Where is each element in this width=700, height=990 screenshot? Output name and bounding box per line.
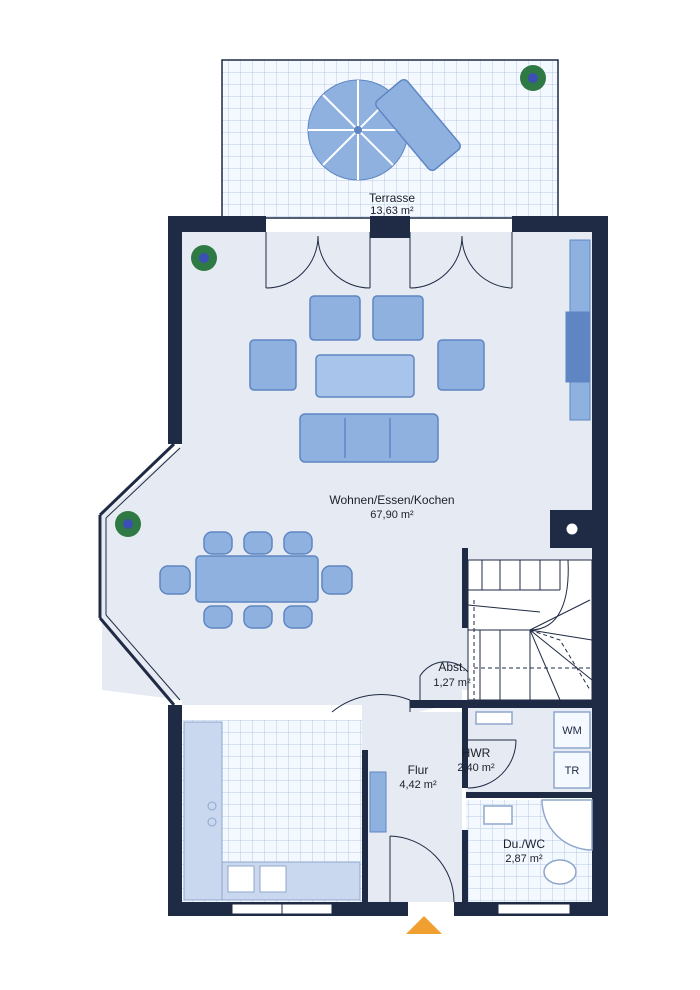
dryer-label: TR (565, 765, 580, 777)
room-area-duwc: 2,87 m² (505, 853, 543, 865)
dining-table (159, 531, 353, 629)
room-area-abst: 1,27 m² (433, 677, 471, 689)
room-area-hwr: 2,40 m² (457, 762, 495, 774)
room-name-hwr: HWR (462, 746, 491, 760)
room-name-wohnen: Wohnen/Essen/Kochen (329, 493, 454, 507)
sun-lounger (375, 78, 461, 172)
room-name-duwc: Du./WC (503, 837, 545, 851)
plant-icon (115, 65, 546, 537)
hall-cabinet (369, 771, 387, 833)
staircase (467, 559, 593, 701)
room-area-flur: 4,42 m² (399, 779, 437, 791)
room-area-wohnen: 67,90 m² (370, 509, 414, 521)
bay-window (98, 442, 181, 706)
brand-logo: [ onOffice (595, 865, 602, 895)
tv-unit (565, 239, 591, 421)
pipe-shaft (565, 522, 579, 536)
entrance-arrow (406, 916, 442, 934)
washer-label: WM (562, 725, 582, 737)
bathroom-fixtures (475, 711, 593, 885)
room-name-flur: Flur (408, 763, 429, 777)
bottom-windows (231, 903, 571, 915)
room-name-abst: Abst. (438, 660, 465, 674)
terrace-doors (265, 232, 513, 289)
washer-dryer (553, 711, 591, 789)
room-area-terrasse: 13,63 m² (370, 205, 414, 217)
sofa-set (249, 295, 485, 463)
kitchen-counter (183, 721, 361, 901)
room-name-terrasse: Terrasse (369, 191, 415, 205)
inner-doors (331, 661, 517, 903)
